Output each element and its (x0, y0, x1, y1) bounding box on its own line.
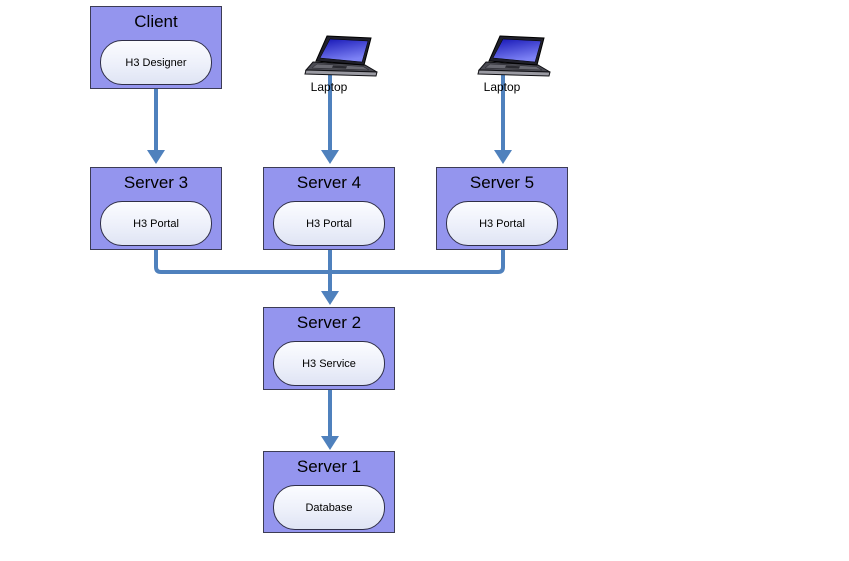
arrowhead-server2 (321, 291, 339, 305)
laptop-icon (304, 35, 378, 77)
node-client: Client H3 Designer (90, 6, 222, 89)
arrowhead-server3 (147, 150, 165, 164)
node-client-title: Client (134, 12, 178, 31)
node-server1-oval: Database (273, 485, 385, 530)
node-server2-oval: H3 Service (273, 341, 385, 386)
node-server1: Server 1 Database (263, 451, 395, 533)
node-server5-title: Server 5 (469, 173, 535, 192)
connector-server5-branch (330, 250, 505, 274)
node-server4: Server 4 H3 Portal (263, 167, 395, 250)
node-server3: Server 3 H3 Portal (90, 167, 222, 250)
node-server2: Server 2 H3 Service (263, 307, 395, 390)
arrowhead-server4 (321, 150, 339, 164)
node-server3-oval: H3 Portal (100, 201, 212, 246)
node-server4-title: Server 4 (296, 173, 362, 192)
node-server1-title: Server 1 (296, 457, 362, 476)
node-server5-oval: H3 Portal (446, 201, 558, 246)
node-server5-label: H3 Portal (479, 217, 525, 230)
connector-server3-branch (154, 250, 330, 274)
node-server1-label: Database (305, 501, 353, 514)
node-server4-label: H3 Portal (306, 217, 352, 230)
node-server4-oval: H3 Portal (273, 201, 385, 246)
laptop2-label: Laptop (483, 80, 521, 94)
node-client-oval: H3 Designer (100, 40, 212, 85)
arrowhead-server5 (494, 150, 512, 164)
node-server2-label: H3 Service (302, 357, 356, 370)
node-server3-label: H3 Portal (133, 217, 179, 230)
laptop1-label: Laptop (310, 80, 348, 94)
node-server2-title: Server 2 (296, 313, 362, 332)
arrowhead-server1 (321, 436, 339, 450)
laptop-icon (477, 35, 551, 77)
node-server5: Server 5 H3 Portal (436, 167, 568, 250)
node-client-label: H3 Designer (125, 56, 187, 69)
node-server3-title: Server 3 (123, 173, 189, 192)
